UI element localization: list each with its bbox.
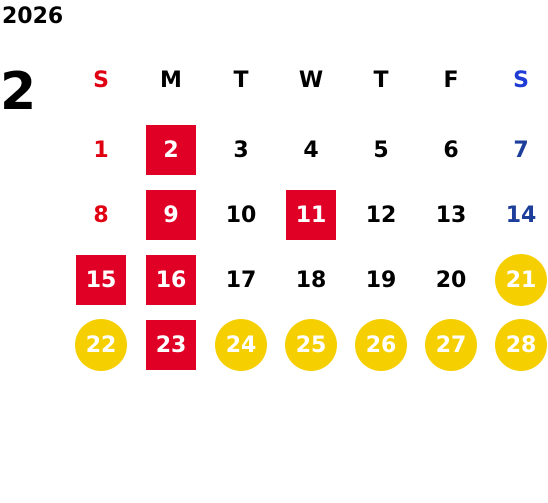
- weekday-header-row: S M T W T F S: [66, 55, 548, 107]
- weekday-friday: F: [443, 67, 459, 93]
- day-cell-closed[interactable]: 26: [355, 319, 407, 371]
- weekday-wednesday: W: [298, 67, 324, 93]
- day-cell[interactable]: 6: [443, 137, 459, 163]
- day-cell-holiday[interactable]: 16: [146, 255, 196, 305]
- day-cell[interactable]: 17: [225, 267, 257, 293]
- day-cell[interactable]: 3: [233, 137, 249, 163]
- week-row-2: 8 9 10 11 12 13 14: [66, 190, 548, 242]
- day-cell-saturday[interactable]: 7: [513, 137, 529, 163]
- day-cell[interactable]: 5: [373, 137, 389, 163]
- day-cell-holiday[interactable]: 9: [146, 190, 196, 240]
- day-cell[interactable]: 18: [295, 267, 327, 293]
- day-cell-closed[interactable]: 28: [495, 319, 547, 371]
- day-cell-sunday[interactable]: 1: [93, 137, 109, 163]
- day-cell-closed[interactable]: 21: [495, 254, 547, 306]
- year-label: 2026: [2, 4, 64, 29]
- week-row-4: 22 23 24 25 26 27 28: [66, 319, 548, 372]
- day-cell[interactable]: 19: [365, 267, 397, 293]
- day-cell[interactable]: 12: [365, 202, 397, 228]
- weekday-saturday: S: [513, 67, 529, 93]
- week-row-1: 1 2 3 4 5 6 7: [66, 125, 548, 177]
- day-cell-closed[interactable]: 22: [75, 319, 127, 371]
- day-cell-holiday[interactable]: 23: [146, 320, 196, 370]
- day-cell-saturday[interactable]: 14: [505, 202, 537, 228]
- day-cell-holiday[interactable]: 15: [76, 255, 126, 305]
- day-cell[interactable]: 4: [303, 137, 319, 163]
- weekday-monday: M: [160, 67, 182, 93]
- weekday-sunday: S: [93, 67, 109, 93]
- day-cell[interactable]: 10: [225, 202, 257, 228]
- day-cell-closed[interactable]: 27: [425, 319, 477, 371]
- day-cell-closed[interactable]: 25: [285, 319, 337, 371]
- month-label: 2: [0, 62, 37, 122]
- day-cell-closed[interactable]: 24: [215, 319, 267, 371]
- day-cell[interactable]: 20: [435, 267, 467, 293]
- weekday-tuesday: T: [233, 67, 249, 93]
- day-cell-sunday[interactable]: 8: [93, 202, 109, 228]
- day-cell[interactable]: 13: [435, 202, 467, 228]
- day-cell-holiday[interactable]: 11: [286, 190, 336, 240]
- day-cell-holiday[interactable]: 2: [146, 125, 196, 175]
- week-row-3: 15 16 17 18 19 20 21: [66, 254, 548, 307]
- weekday-thursday: T: [373, 67, 389, 93]
